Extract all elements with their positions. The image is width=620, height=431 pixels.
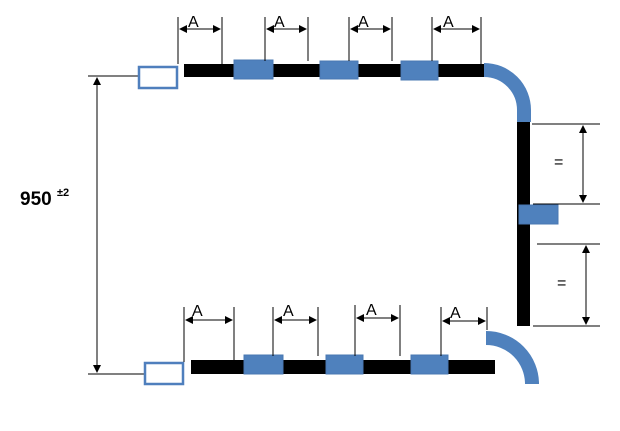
top-rail xyxy=(137,59,531,122)
bottom-spacing-dim-1: A xyxy=(183,303,235,362)
bottom-spacing-dim-3: A xyxy=(354,302,401,356)
top-spacing-dim-4: A xyxy=(431,14,482,64)
top-spacing-label-4: A xyxy=(443,14,454,31)
bottom-spacing-label-2: A xyxy=(283,303,294,320)
overall-height-dimension: 950 ±2 xyxy=(20,75,145,375)
bottom-rail-connector-1 xyxy=(243,354,284,375)
top-rail-end-cap xyxy=(137,65,179,90)
top-spacing-dimensions: A A A A xyxy=(177,14,482,64)
top-spacing-label-2: A xyxy=(274,14,285,31)
bottom-rail-corner-elbow xyxy=(485,331,539,385)
bottom-rail-end-cap xyxy=(143,361,185,386)
side-rail xyxy=(517,122,559,326)
side-equal-label-upper: = xyxy=(554,154,563,171)
top-spacing-dim-3: A xyxy=(348,14,393,61)
top-rail-connector-1 xyxy=(233,59,274,80)
side-equal-dimensions: = = xyxy=(532,123,600,327)
side-rail-connector xyxy=(518,204,559,225)
bottom-spacing-label-4: A xyxy=(450,305,461,322)
top-rail-connector-3 xyxy=(400,60,439,81)
top-spacing-label-1: A xyxy=(188,14,199,31)
bottom-spacing-dimensions: A A A A xyxy=(183,302,488,362)
side-equal-dim-lower: = xyxy=(533,243,600,327)
side-equal-label-lower: = xyxy=(557,275,566,292)
top-spacing-dim-1: A xyxy=(177,14,223,64)
bottom-spacing-label-3: A xyxy=(366,302,377,319)
overall-dimension-tolerance: ±2 xyxy=(57,187,69,199)
bottom-spacing-dim-4: A xyxy=(440,305,488,356)
top-spacing-label-3: A xyxy=(358,14,369,31)
bottom-rail-connector-3 xyxy=(410,354,449,375)
bottom-spacing-label-1: A xyxy=(192,303,203,320)
top-spacing-dim-2: A xyxy=(264,14,309,61)
bottom-spacing-dim-2: A xyxy=(272,303,319,356)
side-equal-dim-upper: = xyxy=(532,123,600,205)
top-rail-connector-2 xyxy=(319,60,359,80)
bottom-rail xyxy=(143,331,539,386)
overall-dimension-value: 950 xyxy=(20,189,52,210)
top-rail-corner-elbow xyxy=(483,63,531,122)
bottom-rail-connector-2 xyxy=(325,354,364,375)
